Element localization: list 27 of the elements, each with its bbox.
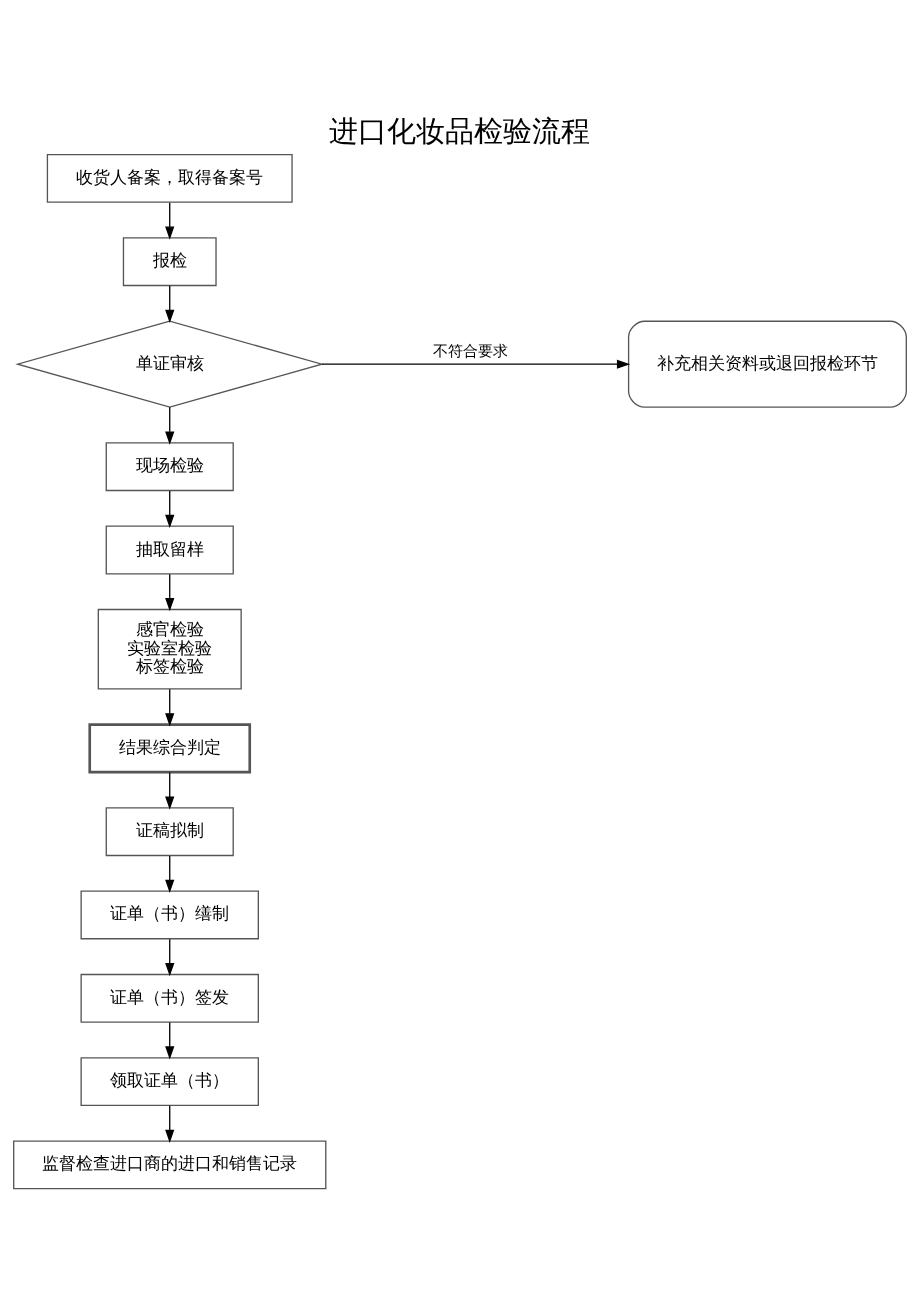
node-box: 结果综合判定 <box>88 723 252 774</box>
node-box: 证稿拟制 <box>105 807 234 857</box>
edge-label: 不符合要求 <box>433 343 509 359</box>
node-box: 证单（书）签发 <box>80 973 259 1023</box>
arrow <box>165 688 175 727</box>
node-box: 证单（书）缮制 <box>80 890 259 940</box>
arrow <box>165 1021 175 1060</box>
arrow <box>165 855 175 893</box>
node-box: 抽取留样 <box>105 525 234 575</box>
arrow <box>165 573 175 612</box>
arrow <box>165 490 175 528</box>
node-box: 收货人备案，取得备案号 <box>46 153 293 203</box>
node-box: 感官检验 实验室检验 标签检验 <box>97 608 242 690</box>
arrow <box>165 406 175 445</box>
node-box: 现场检验 <box>105 442 234 492</box>
node-box: 领取证单（书） <box>80 1057 259 1107</box>
arrow <box>165 938 175 977</box>
diagram-title: 进口化妆品检验流程 <box>329 113 591 148</box>
arrow <box>321 359 631 369</box>
node-box: 报检 <box>122 237 217 287</box>
node-diamond: 单证审核 <box>15 320 325 408</box>
arrow <box>165 1105 175 1143</box>
node-box: 补充相关资料或退回报检环节 <box>627 320 907 408</box>
node-box: 监督检查进口商的进口和销售记录 <box>13 1140 327 1190</box>
arrow <box>165 201 175 240</box>
arrow <box>165 771 175 810</box>
arrow <box>165 285 175 324</box>
